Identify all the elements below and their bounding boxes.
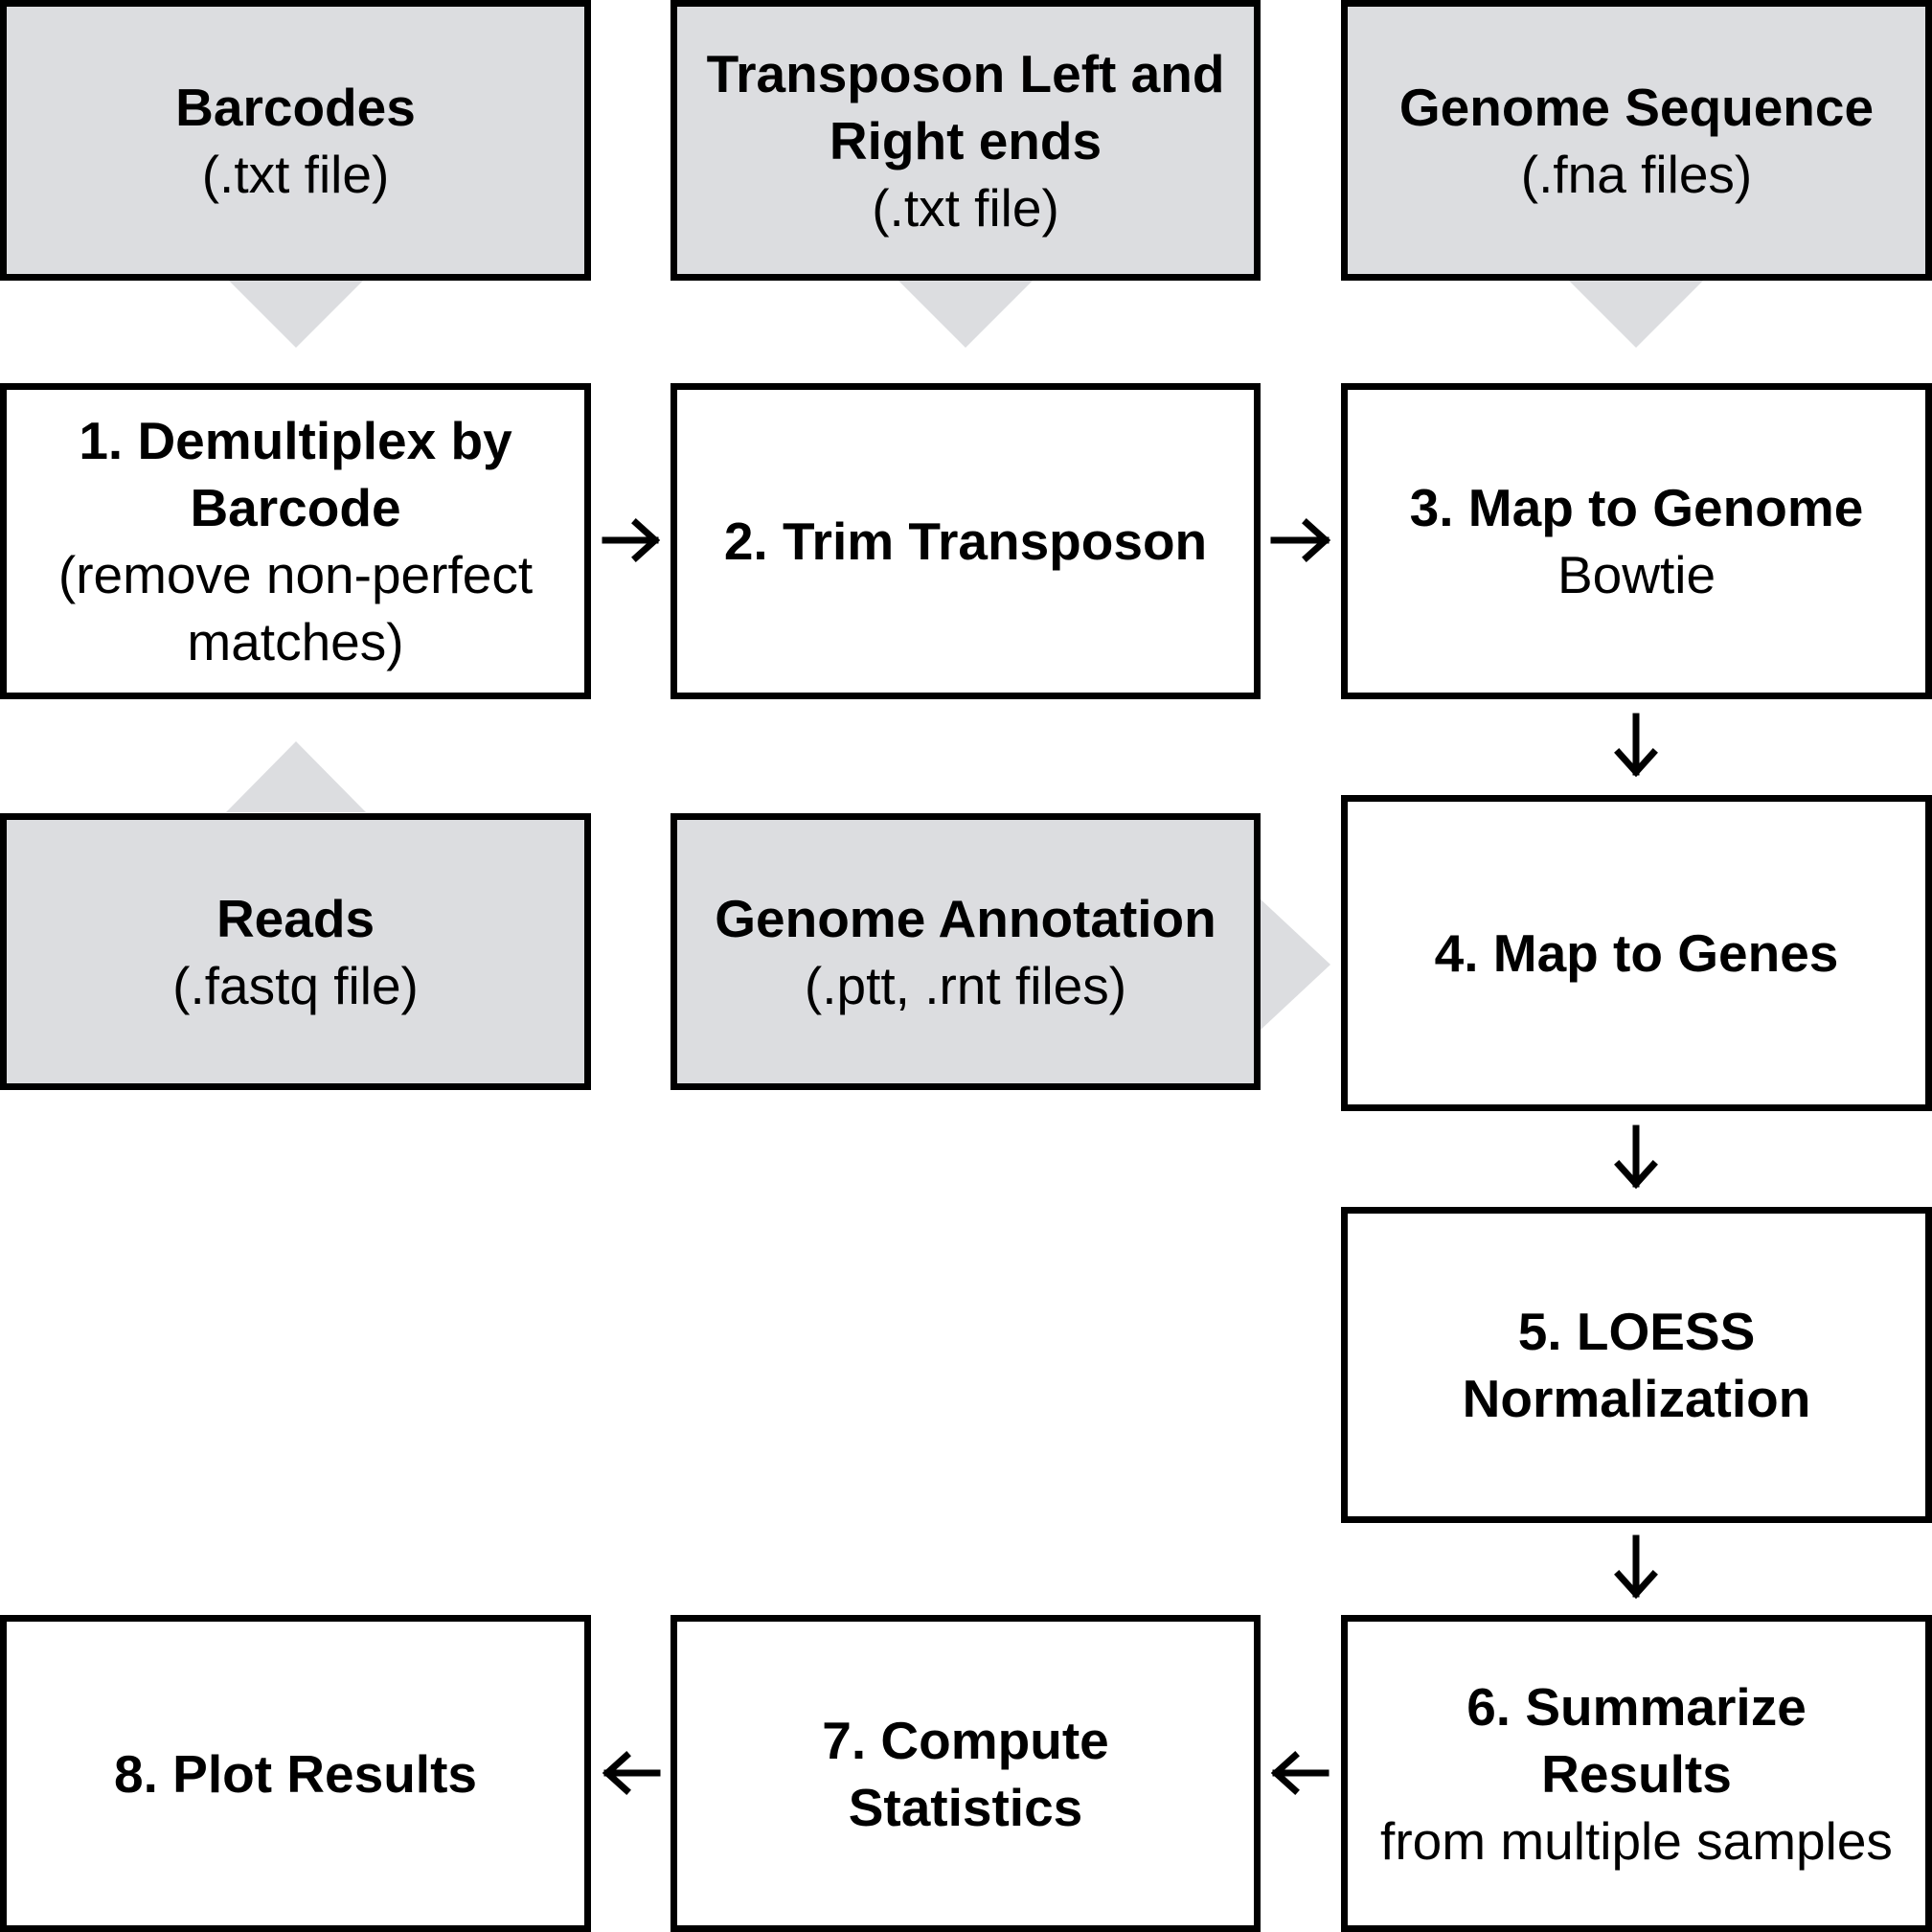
loess-title-line1: 5. LOESS [1517, 1302, 1756, 1361]
summarize-title-line1: 6. Summarize [1466, 1676, 1807, 1737]
map-genes-title: 4. Map to Genes [1434, 923, 1839, 983]
loess-title-line2: Normalization [1462, 1369, 1811, 1428]
reads-pointer [226, 741, 366, 812]
genome-sequence-pointer [1566, 278, 1706, 348]
genome-sequence-subtitle: (.fna files) [1520, 144, 1753, 204]
arrow-left-icon [1270, 1751, 1330, 1795]
map-genome-title: 3. Map to Genome [1409, 478, 1864, 537]
statistics-title-line1: 7. Compute [822, 1710, 1109, 1770]
genome-sequence-title: Genome Sequence [1398, 77, 1875, 137]
demultiplex-note-line1: (remove non-perfect [57, 545, 534, 604]
step-statistics-box: 7. Compute Statistics [671, 1615, 1261, 1932]
arrow-left-icon [602, 1751, 661, 1795]
transposon-subtitle: (.txt file) [872, 177, 1059, 238]
step-loess-box: 5. LOESS Normalization [1341, 1207, 1932, 1523]
genome-annotation-subtitle: (.ptt, .rnt files) [804, 955, 1127, 1015]
step-map-genome-box: 3. Map to Genome Bowtie [1341, 383, 1932, 699]
transposon-title-line2: Right ends [829, 110, 1102, 170]
demultiplex-title-line1: 1. Demultiplex by [79, 411, 512, 470]
transposon-pointer [896, 278, 1035, 348]
arrow-down-icon [1614, 713, 1658, 778]
statistics-title-line2: Statistics [848, 1777, 1083, 1837]
arrow-right-icon [1270, 518, 1331, 562]
step-summarize-box: 6. Summarize Results from multiple sampl… [1341, 1615, 1932, 1932]
summarize-title-line2: Results [1541, 1743, 1732, 1804]
reads-subtitle: (.fastq file) [172, 955, 419, 1015]
demultiplex-title-line2: Barcode [190, 478, 401, 537]
reads-title: Reads [216, 888, 375, 948]
transposon-input-box: Transposon Left and Right ends (.txt fil… [671, 0, 1261, 281]
genome-annotation-title: Genome Annotation [715, 888, 1216, 948]
genome-annotation-input-box: Genome Annotation (.ptt, .rnt files) [671, 813, 1261, 1090]
summarize-note: from multiple samples [1380, 1810, 1893, 1871]
genome-sequence-input-box: Genome Sequence (.fna files) [1341, 0, 1932, 281]
plot-title: 8. Plot Results [114, 1743, 477, 1804]
arrow-down-icon [1614, 1534, 1658, 1600]
barcodes-subtitle: (.txt file) [201, 144, 390, 204]
barcodes-input-box: Barcodes (.txt file) [0, 0, 591, 281]
reads-input-box: Reads (.fastq file) [0, 813, 591, 1090]
step-trim-box: 2. Trim Transposon [671, 383, 1261, 699]
transposon-title-line1: Transposon Left and [706, 43, 1225, 103]
trim-title: 2. Trim Transposon [723, 511, 1208, 571]
step-demultiplex-box: 1. Demultiplex by Barcode (remove non-pe… [0, 383, 591, 699]
barcodes-pointer [226, 278, 366, 348]
demultiplex-note-line2: matches) [187, 612, 404, 671]
genome-annotation-pointer [1259, 898, 1330, 1032]
arrow-right-icon [602, 518, 661, 562]
map-genome-note: Bowtie [1557, 545, 1716, 604]
barcodes-title: Barcodes [175, 77, 416, 137]
step-plot-box: 8. Plot Results [0, 1615, 591, 1932]
arrow-down-icon [1614, 1125, 1658, 1190]
step-map-genes-box: 4. Map to Genes [1341, 795, 1932, 1111]
